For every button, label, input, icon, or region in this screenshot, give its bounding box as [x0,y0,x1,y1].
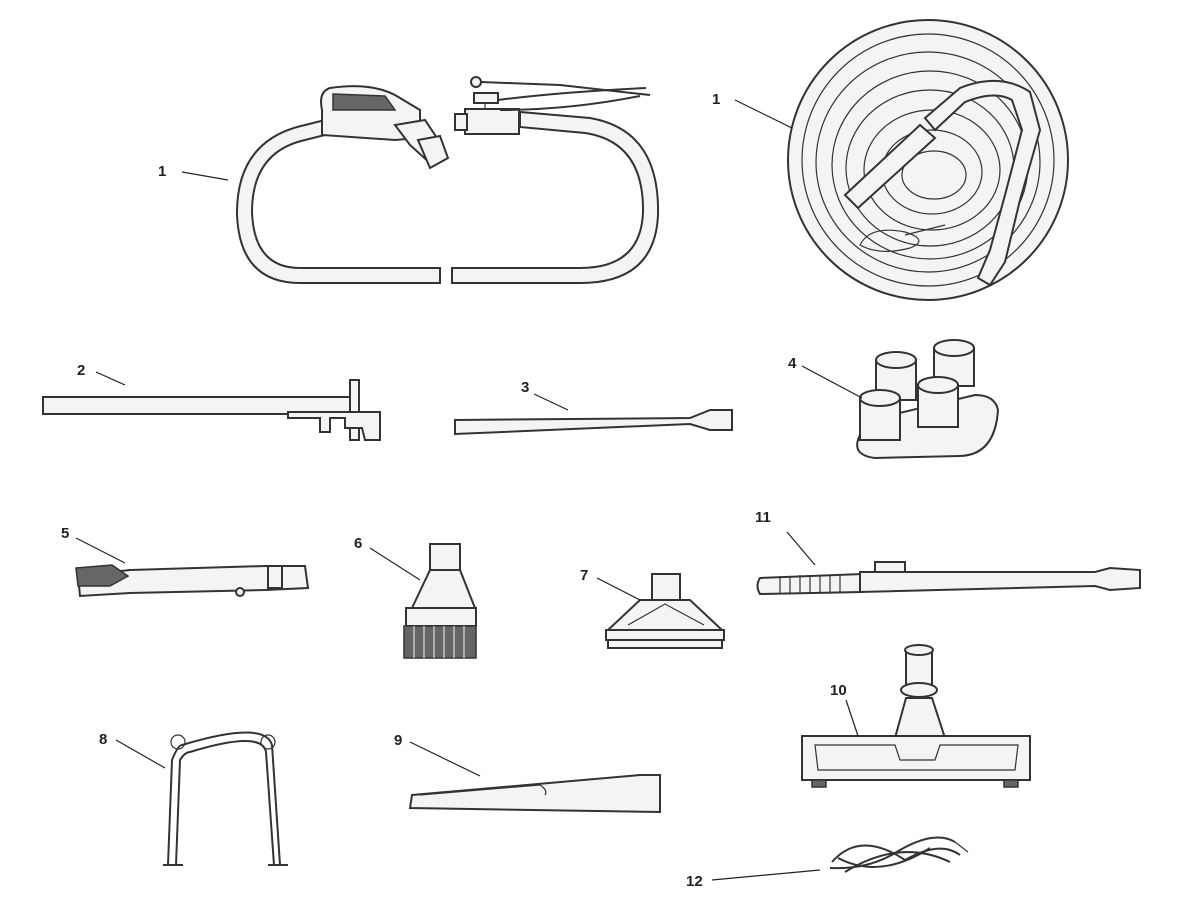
callout-5: 5 [61,525,69,542]
part-1-hose-with-handle [235,76,660,284]
callout-11: 11 [755,509,771,526]
part-4-tool-caddy [856,339,1000,460]
part-8-hose-hanger [163,731,288,866]
callout-6: 6 [354,535,362,552]
part-10-floor-brush [801,644,1031,788]
callout-1: 1 [158,163,166,180]
leader-line [75,537,126,564]
callout-4: 4 [788,355,797,372]
part-7-upholstery-tool [605,573,725,649]
leader-line [734,99,793,129]
callout-2: 2 [77,362,85,379]
part-2-wand-holder [42,379,381,441]
callout-3: 3 [521,379,529,396]
part-3-extension-wand [454,409,733,436]
callout-9: 9 [394,732,402,749]
part-6-dusting-brush [403,543,477,659]
part-11-telescoping-wand [756,561,1141,596]
callout-7: 7 [580,567,588,584]
leader-line [181,171,229,181]
leader-line [711,869,821,881]
leader-line [369,547,421,581]
callout-8: 8 [99,731,107,748]
callout-12: 12 [686,873,703,890]
leader-line [95,371,126,386]
leader-line [786,531,816,566]
callout-1: 1 [712,91,720,108]
leader-line [801,365,863,399]
leader-line [409,741,481,777]
part-12-cord [829,836,969,873]
part-9-crevice-tool [408,774,661,814]
part-5-handle [75,564,310,598]
leader-line [596,577,641,601]
leader-line [115,739,166,769]
leader-line [845,699,859,737]
part-1-coiled-hose [787,19,1069,301]
callout-10: 10 [830,682,847,699]
leader-line [533,393,569,411]
